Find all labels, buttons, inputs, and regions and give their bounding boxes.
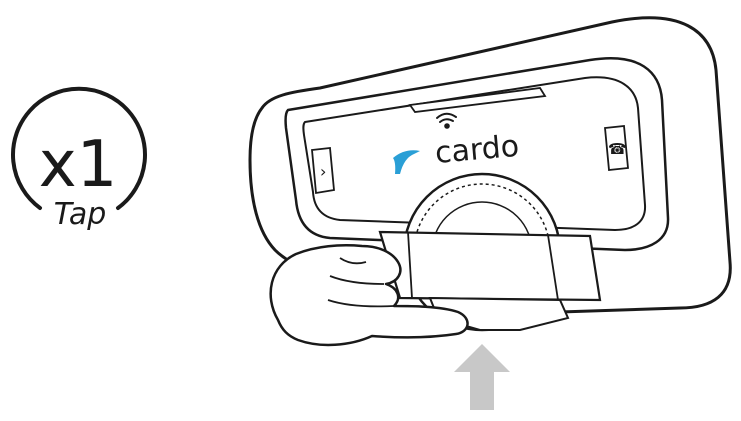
badge-action-label: Tap	[54, 197, 107, 232]
phone-icon: ☎	[608, 140, 627, 158]
hand-finger-crease-3	[327, 299, 395, 308]
device-left-tab	[311, 147, 335, 195]
badge-ring	[11, 86, 147, 210]
brand-name: cardo	[434, 129, 521, 171]
intercom-icon	[436, 112, 457, 129]
cardo-logo: cardo	[393, 129, 520, 174]
up-arrow-icon	[454, 344, 510, 410]
strap-fold-right	[547, 234, 559, 301]
hand-finger-crease-2	[329, 275, 385, 285]
tap-badge: x1 Tap	[11, 86, 147, 232]
left-chevron-icon: ›	[320, 162, 326, 181]
hand-finger-crease-1	[339, 257, 367, 265]
hand-outline	[269, 244, 469, 347]
device-faceplate	[302, 76, 647, 232]
strap-fold-left	[407, 231, 413, 299]
cardo-logo-mark	[393, 150, 420, 174]
device-strap	[378, 230, 602, 302]
badge-multiplier: x1	[39, 128, 118, 202]
device-right-tab	[604, 125, 629, 171]
cardo-device: › ☎ cardo	[248, 16, 732, 332]
hand-illustration	[269, 244, 469, 347]
device-top-slot	[408, 87, 547, 113]
